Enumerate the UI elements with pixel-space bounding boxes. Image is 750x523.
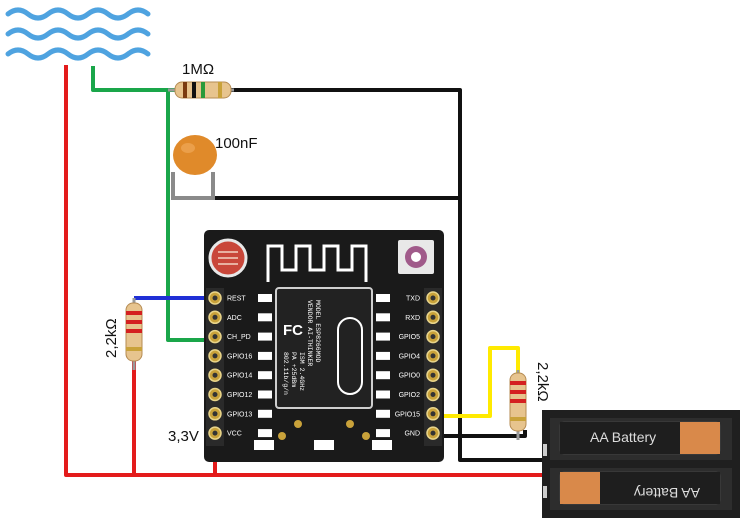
pin-hole <box>212 353 218 359</box>
smd-pad <box>376 332 390 341</box>
label-3v3: 3,3V <box>168 428 199 445</box>
pin-label-gpio4: GPIO4 <box>399 353 421 360</box>
svg-text:802.11b/g/n: 802.11b/g/n <box>282 352 289 395</box>
svg-text:ISM 2.4GHz: ISM 2.4GHz <box>298 352 305 391</box>
pin-label-rest: REST <box>227 296 246 303</box>
pin-label-gpio13: GPIO13 <box>227 411 252 418</box>
fc-mark: FC <box>283 322 303 339</box>
green-wires <box>91 66 215 342</box>
pin-hole <box>212 430 218 436</box>
svg-text:PA +25dBm: PA +25dBm <box>290 352 297 387</box>
antenna-trace <box>266 244 368 282</box>
resistor-right-2k2 <box>509 370 527 440</box>
smd-pad <box>258 313 272 322</box>
smd-pad <box>258 409 272 418</box>
smd-pad <box>376 429 390 438</box>
smd-pad <box>376 313 390 322</box>
pin-hole <box>430 314 436 320</box>
smd-pad <box>376 351 390 360</box>
smd-pad <box>376 409 390 418</box>
pin-label-rxd: RXD <box>405 315 420 322</box>
svg-text:VENDOR AI-THINKER: VENDOR AI-THINKER <box>306 300 313 366</box>
smd-pad <box>376 390 390 399</box>
pin-label-vcc: VCC <box>227 431 242 438</box>
wifi-logo-icon <box>337 317 363 395</box>
capacitor-100nf <box>171 135 217 200</box>
pin-label-gnd: GND <box>404 431 420 438</box>
label-2k2-left: 2,2kΩ <box>103 318 120 358</box>
label-1m: 1MΩ <box>182 61 214 78</box>
battery-holder: AA Battery AA Battery <box>542 410 740 518</box>
pin-hole <box>430 430 436 436</box>
label-100nf: 100nF <box>215 135 258 152</box>
pin-hole <box>430 392 436 397</box>
pin-hole <box>212 372 218 378</box>
pin-label-gpio16: GPIO16 <box>227 353 252 360</box>
pin-hole <box>212 334 218 340</box>
resistor-left-2k2 <box>125 298 143 370</box>
pin-label-adc: ADC <box>227 315 242 322</box>
pin-label-ch_pd: CH_PD <box>227 334 251 341</box>
smd-pad <box>258 351 272 360</box>
label-2k2-right: 2,2kΩ <box>534 362 551 402</box>
smd-pad <box>376 371 390 380</box>
svg-text:MODEL ESP8266MOD: MODEL ESP8266MOD <box>314 300 321 363</box>
pin-label-gpio14: GPIO14 <box>227 373 252 380</box>
smd-pad <box>258 371 272 380</box>
pin-label-gpio5: GPIO5 <box>399 334 421 341</box>
pin-hole <box>430 372 436 378</box>
smd-pad <box>258 429 272 438</box>
battery-cell-2-label: AA Battery <box>634 485 700 501</box>
smd-pad <box>258 390 272 399</box>
pin-hole <box>430 353 436 359</box>
water-icon <box>5 7 151 61</box>
resistor-1mohm <box>168 81 234 99</box>
pin-hole <box>212 392 218 397</box>
battery-cell-1-label: AA Battery <box>590 429 656 445</box>
pin-label-gpio2: GPIO2 <box>399 392 421 399</box>
pin-label-gpio0: GPIO0 <box>399 373 421 380</box>
pin-label-gpio12: GPIO12 <box>227 392 252 399</box>
pin-label-txd: TXD <box>406 296 420 303</box>
smd-pad <box>258 294 272 302</box>
esp8266-module: FC MODEL ESP8266MOD VENDOR AI-THINKER IS… <box>204 230 444 462</box>
pin-label-gpio15: GPIO15 <box>395 411 420 418</box>
pin-hole <box>212 314 218 320</box>
smd-pad <box>258 332 272 341</box>
smd-pad <box>376 294 390 302</box>
pin-hole <box>430 334 436 340</box>
pin-hole <box>430 411 436 417</box>
yellow-wire <box>430 346 520 418</box>
pin-hole <box>430 295 436 301</box>
black-wires <box>213 88 548 462</box>
pin-hole <box>212 295 218 301</box>
pin-hole <box>212 411 218 417</box>
chip-text: MODEL ESP8266MOD VENDOR AI-THINKER ISM 2… <box>282 300 321 395</box>
